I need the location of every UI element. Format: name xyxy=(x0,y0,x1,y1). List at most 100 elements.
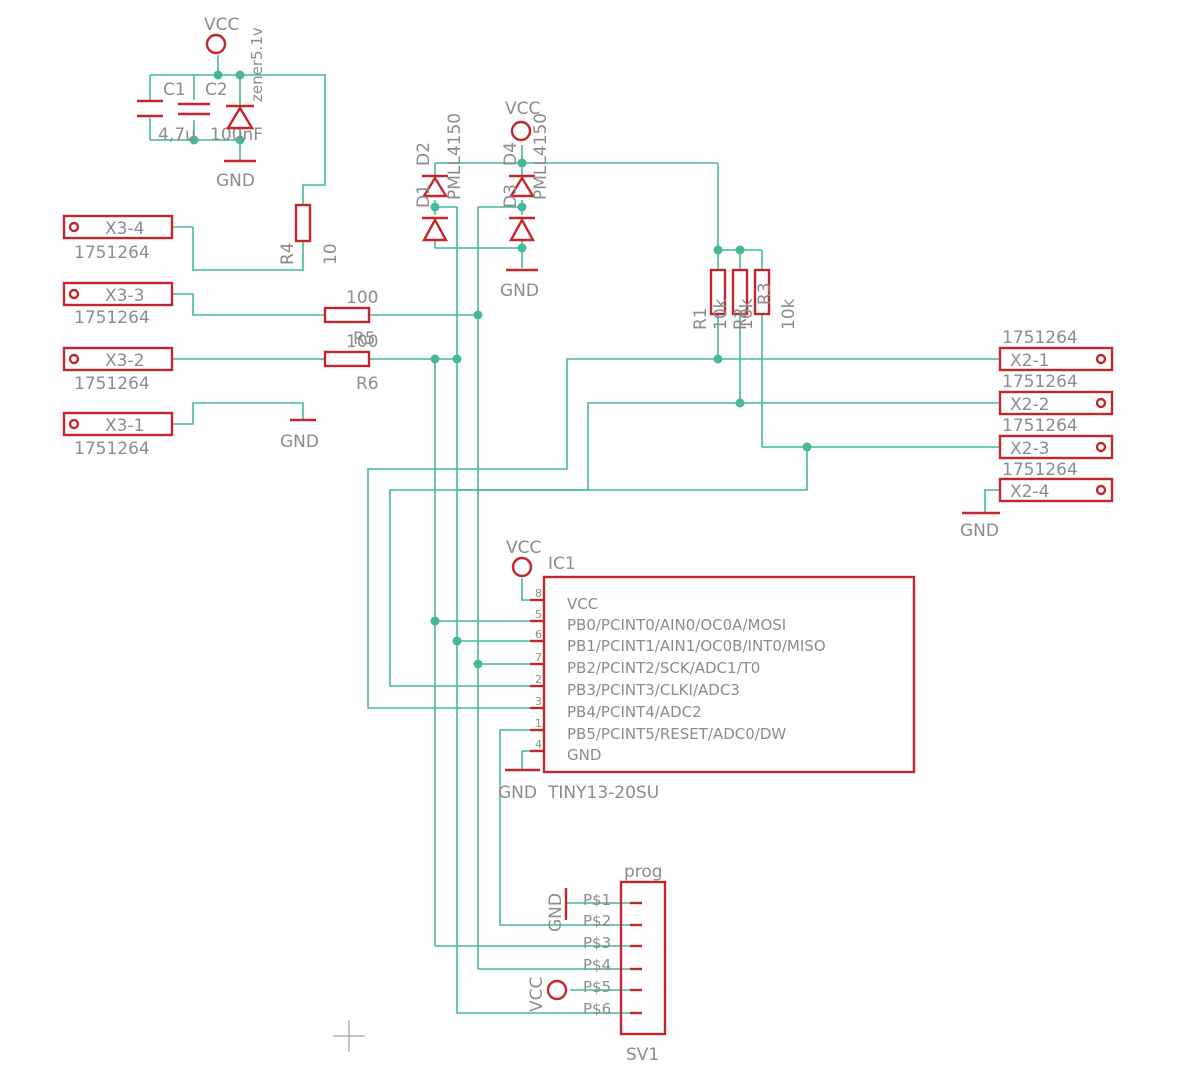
resistor-r6: 100 R6 xyxy=(323,332,379,394)
svg-text:GND: GND xyxy=(546,893,566,932)
svg-text:X2-2: X2-2 xyxy=(1010,395,1049,415)
svg-text:VCC: VCC xyxy=(506,538,541,558)
svg-text:R2: R2 xyxy=(731,307,751,330)
gnd-symbol-top-left: GND xyxy=(216,159,256,191)
diode-d2: D2 xyxy=(414,142,449,242)
resistor-r4: R4 10 xyxy=(278,203,341,265)
svg-text:PMLL4150: PMLL4150 xyxy=(531,113,551,200)
svg-text:2: 2 xyxy=(535,673,542,686)
crosshair-cursor-icon xyxy=(333,1020,365,1052)
svg-text:P$1: P$1 xyxy=(583,891,611,909)
resistor-r1: R1 10k xyxy=(691,268,731,330)
svg-text:D4: D4 xyxy=(501,142,521,166)
svg-text:10: 10 xyxy=(321,243,341,265)
zener-diode: zener5.1v xyxy=(225,27,266,130)
junctions xyxy=(189,70,812,669)
svg-text:1751264: 1751264 xyxy=(74,243,150,263)
vcc-symbol-ic: VCC xyxy=(506,538,541,578)
svg-text:X2-3: X2-3 xyxy=(1010,439,1049,459)
gnd-symbol-diodes: GND xyxy=(500,268,539,301)
svg-text:SV1: SV1 xyxy=(626,1045,659,1065)
svg-text:X3-3: X3-3 xyxy=(105,286,144,306)
svg-text:X3-4: X3-4 xyxy=(105,219,144,239)
svg-text:1751264: 1751264 xyxy=(1002,416,1078,436)
svg-text:P$6: P$6 xyxy=(583,1000,611,1018)
gnd-symbol-x3: GND xyxy=(280,418,319,452)
vcc-symbol-top-left: VCC xyxy=(204,15,239,55)
svg-text:1: 1 xyxy=(535,717,542,730)
svg-text:PB1/PCINT1/AIN1/OC0B/INT0/MISO: PB1/PCINT1/AIN1/OC0B/INT0/MISO xyxy=(567,637,826,655)
svg-text:1751264: 1751264 xyxy=(1002,460,1078,480)
svg-text:100nF: 100nF xyxy=(210,125,263,145)
connector-x3-3: X3-3 1751264 xyxy=(62,281,174,328)
svg-text:D1: D1 xyxy=(414,184,434,208)
svg-text:PB4/PCINT4/ADC2: PB4/PCINT4/ADC2 xyxy=(567,703,702,721)
svg-text:R1: R1 xyxy=(691,307,711,330)
svg-text:1751264: 1751264 xyxy=(1002,328,1078,348)
svg-text:1751264: 1751264 xyxy=(1002,372,1078,392)
connector-x3-1: X3-1 1751264 xyxy=(62,411,174,459)
svg-text:C1: C1 xyxy=(163,80,186,100)
svg-text:VCC: VCC xyxy=(567,595,598,613)
svg-text:GND: GND xyxy=(498,783,537,803)
svg-text:zener5.1v: zener5.1v xyxy=(248,27,266,102)
svg-text:10k: 10k xyxy=(779,298,799,330)
svg-text:X2-4: X2-4 xyxy=(1010,482,1049,502)
svg-text:10k: 10k xyxy=(711,298,731,330)
sv1-programming-header: prog SV1 P$1 P$2 P$3 P$4 P$5 P$6 xyxy=(583,862,667,1065)
svg-text:1751264: 1751264 xyxy=(74,308,150,328)
connector-x2-4: X2-4 1751264 xyxy=(998,460,1114,503)
connector-x3-4: X3-4 1751264 xyxy=(62,214,174,263)
svg-text:R6: R6 xyxy=(356,374,379,394)
diode-d1: D1 xyxy=(414,174,449,208)
vcc-symbol-sv1: VCC xyxy=(527,977,568,1012)
svg-text:PB3/PCINT3/CLKI/ADC3: PB3/PCINT3/CLKI/ADC3 xyxy=(567,681,740,699)
svg-text:8: 8 xyxy=(535,587,542,600)
svg-text:7: 7 xyxy=(535,651,542,664)
svg-text:R5: R5 xyxy=(353,329,376,349)
connector-x2-2: X2-2 1751264 xyxy=(998,372,1114,416)
svg-text:C2: C2 xyxy=(205,80,228,100)
svg-text:PMLL4150: PMLL4150 xyxy=(445,113,465,200)
svg-text:1751264: 1751264 xyxy=(74,439,150,459)
gnd-symbol-sv1: GND xyxy=(546,888,568,932)
svg-text:GND: GND xyxy=(280,432,319,452)
svg-text:3: 3 xyxy=(535,695,542,708)
resistor-r3: R3 10k xyxy=(753,268,799,330)
gnd-symbol-x2: GND xyxy=(960,511,1000,541)
svg-text:PB5/PCINT5/RESET/ADC0/DW: PB5/PCINT5/RESET/ADC0/DW xyxy=(567,725,786,743)
capacitor-c2: C2 100nF xyxy=(178,80,263,145)
svg-text:10k: 10k xyxy=(737,298,757,330)
resistor-r2: R2 10k xyxy=(731,268,757,330)
svg-text:GND: GND xyxy=(216,171,255,191)
svg-text:100: 100 xyxy=(346,288,378,308)
svg-text:6: 6 xyxy=(535,628,542,641)
svg-text:VCC: VCC xyxy=(527,977,547,1012)
svg-text:VCC: VCC xyxy=(204,15,239,35)
svg-text:100: 100 xyxy=(346,332,378,352)
svg-text:D2: D2 xyxy=(414,142,434,166)
svg-text:1751264: 1751264 xyxy=(74,374,150,394)
svg-text:P$4: P$4 xyxy=(583,956,611,974)
svg-text:P$3: P$3 xyxy=(583,934,611,952)
svg-text:PB2/PCINT2/SCK/ADC1/T0: PB2/PCINT2/SCK/ADC1/T0 xyxy=(567,659,760,677)
svg-text:IC1: IC1 xyxy=(548,554,576,574)
svg-text:GND: GND xyxy=(567,746,601,764)
ic1-attiny13: IC1 TINY13-20SU 8 5 6 7 2 3 1 4 VCC PB0/… xyxy=(530,554,916,803)
svg-text:X2-1: X2-1 xyxy=(1010,351,1049,371)
wires xyxy=(149,55,1000,1014)
svg-text:prog: prog xyxy=(624,862,663,882)
svg-text:D3: D3 xyxy=(501,184,521,208)
svg-text:VCC: VCC xyxy=(505,99,540,119)
diode-d3: D3 xyxy=(501,174,536,208)
diode-left-value: PMLL4150 xyxy=(445,113,465,200)
diode-d4: D4 xyxy=(501,142,536,242)
resistor-r5: 100 R5 xyxy=(323,288,378,349)
capacitor-c1: C1 4,7u xyxy=(137,80,196,145)
svg-text:X3-2: X3-2 xyxy=(105,351,144,371)
gnd-symbol-ic: GND xyxy=(498,768,540,803)
vcc-symbol-diodes: VCC xyxy=(505,99,540,142)
svg-text:PB0/PCINT0/AIN0/OC0A/MOSI: PB0/PCINT0/AIN0/OC0A/MOSI xyxy=(567,616,786,634)
svg-text:4,7u: 4,7u xyxy=(158,125,196,145)
